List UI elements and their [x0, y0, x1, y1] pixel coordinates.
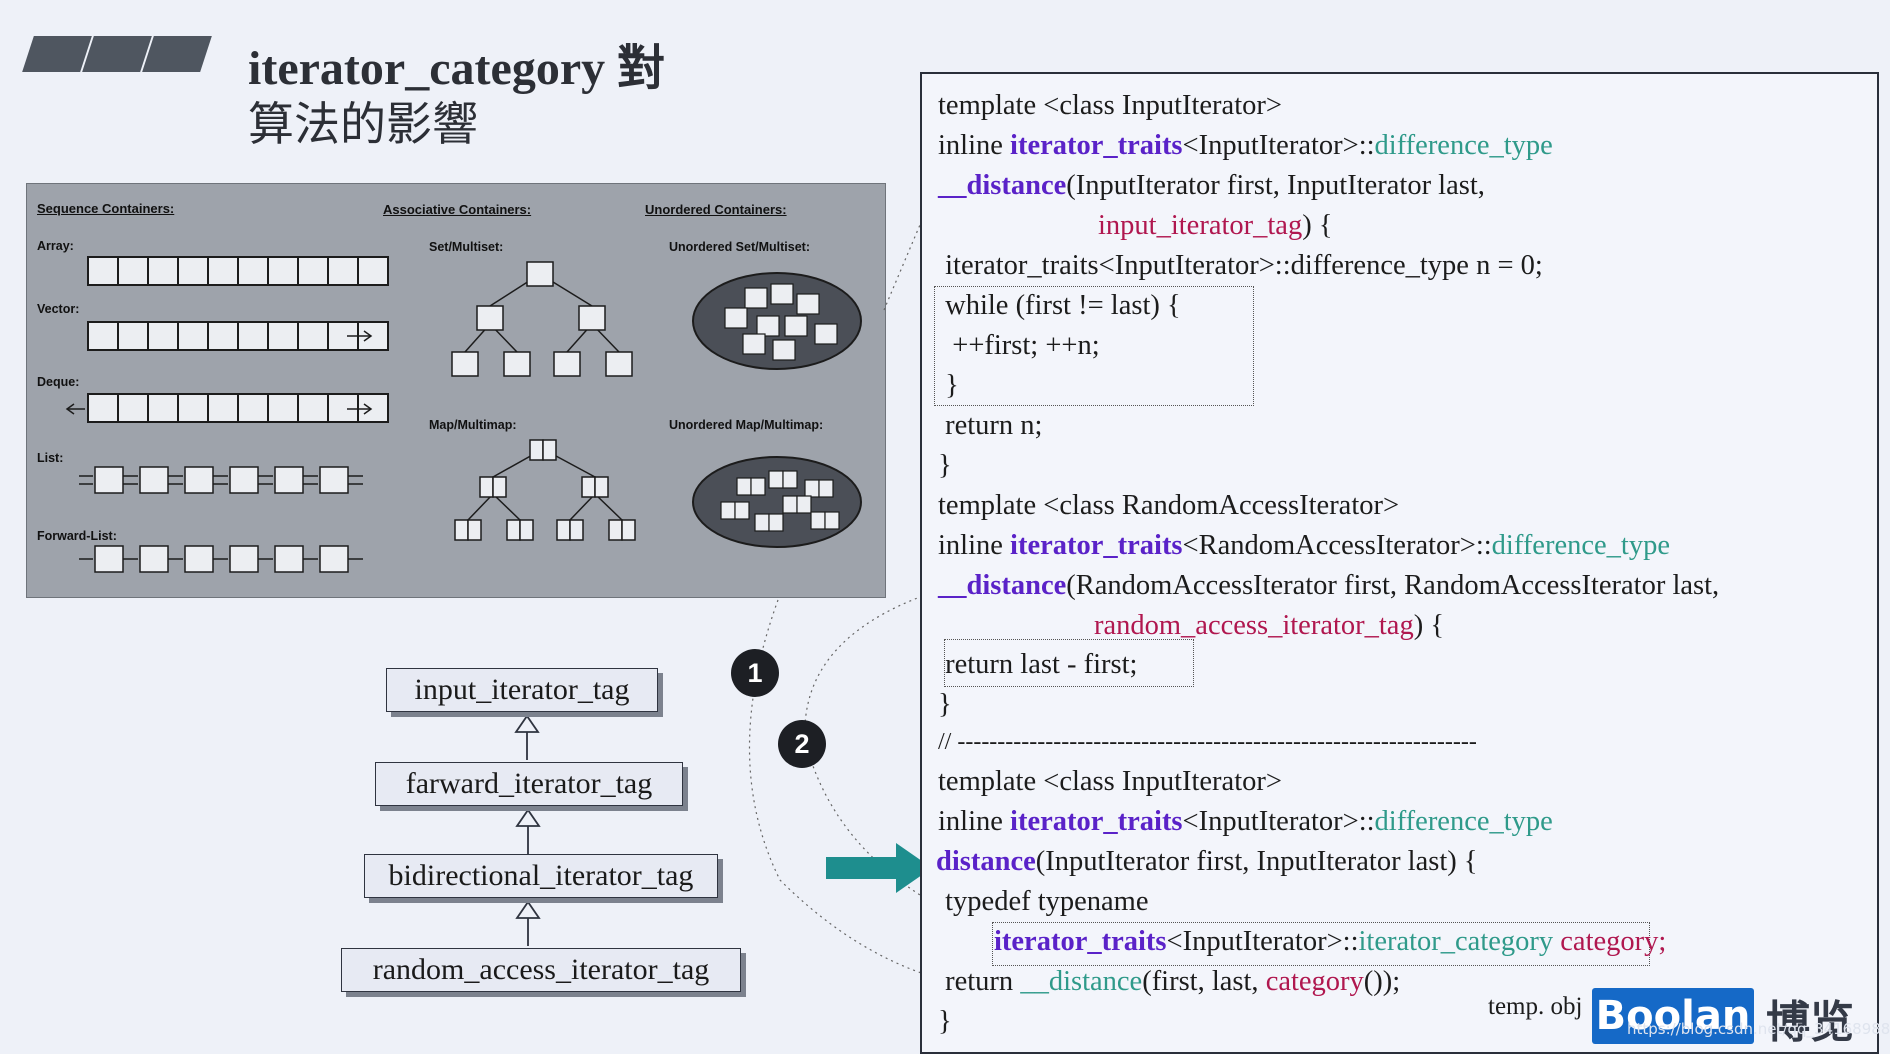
code-token: inline [938, 130, 1011, 161]
code-token: iterator_traits [1010, 130, 1183, 161]
code-token: (InputIterator first, InputIterator last… [1066, 170, 1485, 201]
code-line: // -------------------------------------… [938, 729, 1477, 755]
category-box [992, 922, 1650, 966]
page-subtitle: 算法的影響 [248, 99, 478, 150]
code-token: iterator_traits [1010, 806, 1183, 837]
container-shapes [65, 261, 862, 573]
list-label: List: [37, 451, 64, 465]
page-title: iterator_category 對 [248, 42, 666, 95]
code-token: difference_type [1491, 530, 1670, 561]
code-line: while (first != last) { [938, 290, 1181, 321]
code-line: typedef typename [938, 886, 1149, 917]
containers-diagram: Sequence Containers: Associative Contain… [26, 183, 886, 598]
random-access-iterator-tag-box: random_access_iterator_tag [341, 948, 741, 992]
code-token: iterator_traits [1010, 530, 1183, 561]
code-token: inline [938, 806, 1011, 837]
boolan-logo-cn: 博览 [1766, 997, 1854, 1048]
code-token: (RandomAccessIterator first, RandomAcces… [1066, 570, 1720, 601]
code-token: iterator_category [1358, 926, 1554, 957]
badge-two: 2 [778, 720, 826, 768]
code-line: } [938, 1006, 952, 1037]
code-token: <RandomAccessIterator>:: [1182, 530, 1492, 561]
forward-list-label: Forward-List: [37, 529, 117, 543]
code-token: input_iterator_tag [1098, 210, 1303, 241]
code-token: inline [938, 530, 1011, 561]
while-loop-box [934, 286, 1254, 406]
code-line: distance(InputIterator first, InputItera… [936, 842, 1478, 882]
badge-one: 1 [731, 649, 779, 697]
code-token: <InputIterator>:: [1166, 926, 1359, 957]
code-token: difference_type [1374, 130, 1553, 161]
array-label: Array: [37, 239, 74, 253]
code-line: template <class InputIterator> [938, 90, 1282, 121]
code-token: category [1265, 966, 1364, 997]
code-line: } [938, 450, 952, 481]
code-token: <InputIterator>:: [1182, 806, 1375, 837]
code-line: return __distance(first, last, category(… [938, 962, 1400, 1002]
code-token: ) { [1302, 210, 1333, 241]
forward-iterator-tag-box: farward_iterator_tag [375, 762, 683, 806]
code-token: random_access_iterator_tag [1094, 610, 1414, 641]
code-line: inline iterator_traits<RandomAccessItera… [938, 526, 1670, 566]
code-line: __distance(RandomAccessIterator first, R… [938, 566, 1719, 606]
deque-shape [87, 393, 389, 423]
code-token: difference_type [1374, 806, 1553, 837]
return-box [944, 639, 1194, 687]
unordered-containers-heading: Unordered Containers: [645, 202, 787, 217]
code-token: ()); [1363, 966, 1401, 997]
code-line: template <class RandomAccessIterator> [938, 490, 1400, 521]
code-token: (first, last, [1142, 966, 1266, 997]
sequence-containers-heading: Sequence Containers: [37, 201, 175, 216]
code-line: iterator_traits<InputIterator>::differen… [938, 250, 1543, 281]
code-token: category; [1553, 926, 1667, 957]
watermark-url: https://blog.csdn.net/qq_34168988 [1627, 1020, 1890, 1038]
vector-label: Vector: [37, 302, 80, 316]
map-multimap-label: Map/Multimap: [429, 418, 517, 432]
code-token: return [938, 966, 1021, 997]
temp-obj-note: temp. obj [1488, 993, 1583, 1020]
vector-shape [87, 321, 389, 351]
code-line: inline iterator_traits<InputIterator>::d… [938, 802, 1553, 842]
code-panel: template <class InputIterator> inline it… [920, 72, 1879, 1054]
set-multiset-label: Set/Multiset: [429, 240, 504, 254]
boolan-logo: Boolan [1592, 988, 1754, 1044]
code-token: __distance [1020, 966, 1143, 997]
code-token: __distance [938, 570, 1067, 601]
associative-containers-heading: Associative Containers: [383, 202, 532, 217]
code-line: } [938, 689, 952, 720]
teal-arrow-icon [826, 843, 932, 893]
input-iterator-tag-box: input_iterator_tag [386, 668, 658, 712]
bidirectional-iterator-tag-box: bidirectional_iterator_tag [364, 854, 718, 898]
code-line: ++first; ++n; [938, 330, 1100, 361]
array-shape [87, 256, 389, 286]
code-token: __distance [938, 170, 1067, 201]
code-line: return last - first; [938, 649, 1138, 680]
code-line: __distance(InputIterator first, InputIte… [938, 166, 1485, 206]
code-line: template <class InputIterator> [938, 766, 1282, 797]
code-line: iterator_traits<InputIterator>::iterator… [994, 922, 1666, 962]
code-line: inline iterator_traits<InputIterator>::d… [938, 126, 1553, 166]
code-token: iterator_traits [994, 926, 1167, 957]
unordered-set-label: Unordered Set/Multiset: [669, 240, 810, 254]
code-token: <InputIterator>:: [1182, 130, 1375, 161]
code-token: ) { [1413, 610, 1444, 641]
code-token: distance [936, 846, 1036, 877]
unordered-map-label: Unordered Map/Multimap: [669, 418, 824, 432]
code-line: random_access_iterator_tag) { [1094, 606, 1444, 646]
deque-label: Deque: [37, 375, 80, 389]
code-line: input_iterator_tag) { [1098, 206, 1333, 246]
code-line: return n; [938, 410, 1043, 441]
code-token: (InputIterator first, InputIterator last… [1035, 846, 1478, 877]
code-line: } [938, 370, 959, 401]
